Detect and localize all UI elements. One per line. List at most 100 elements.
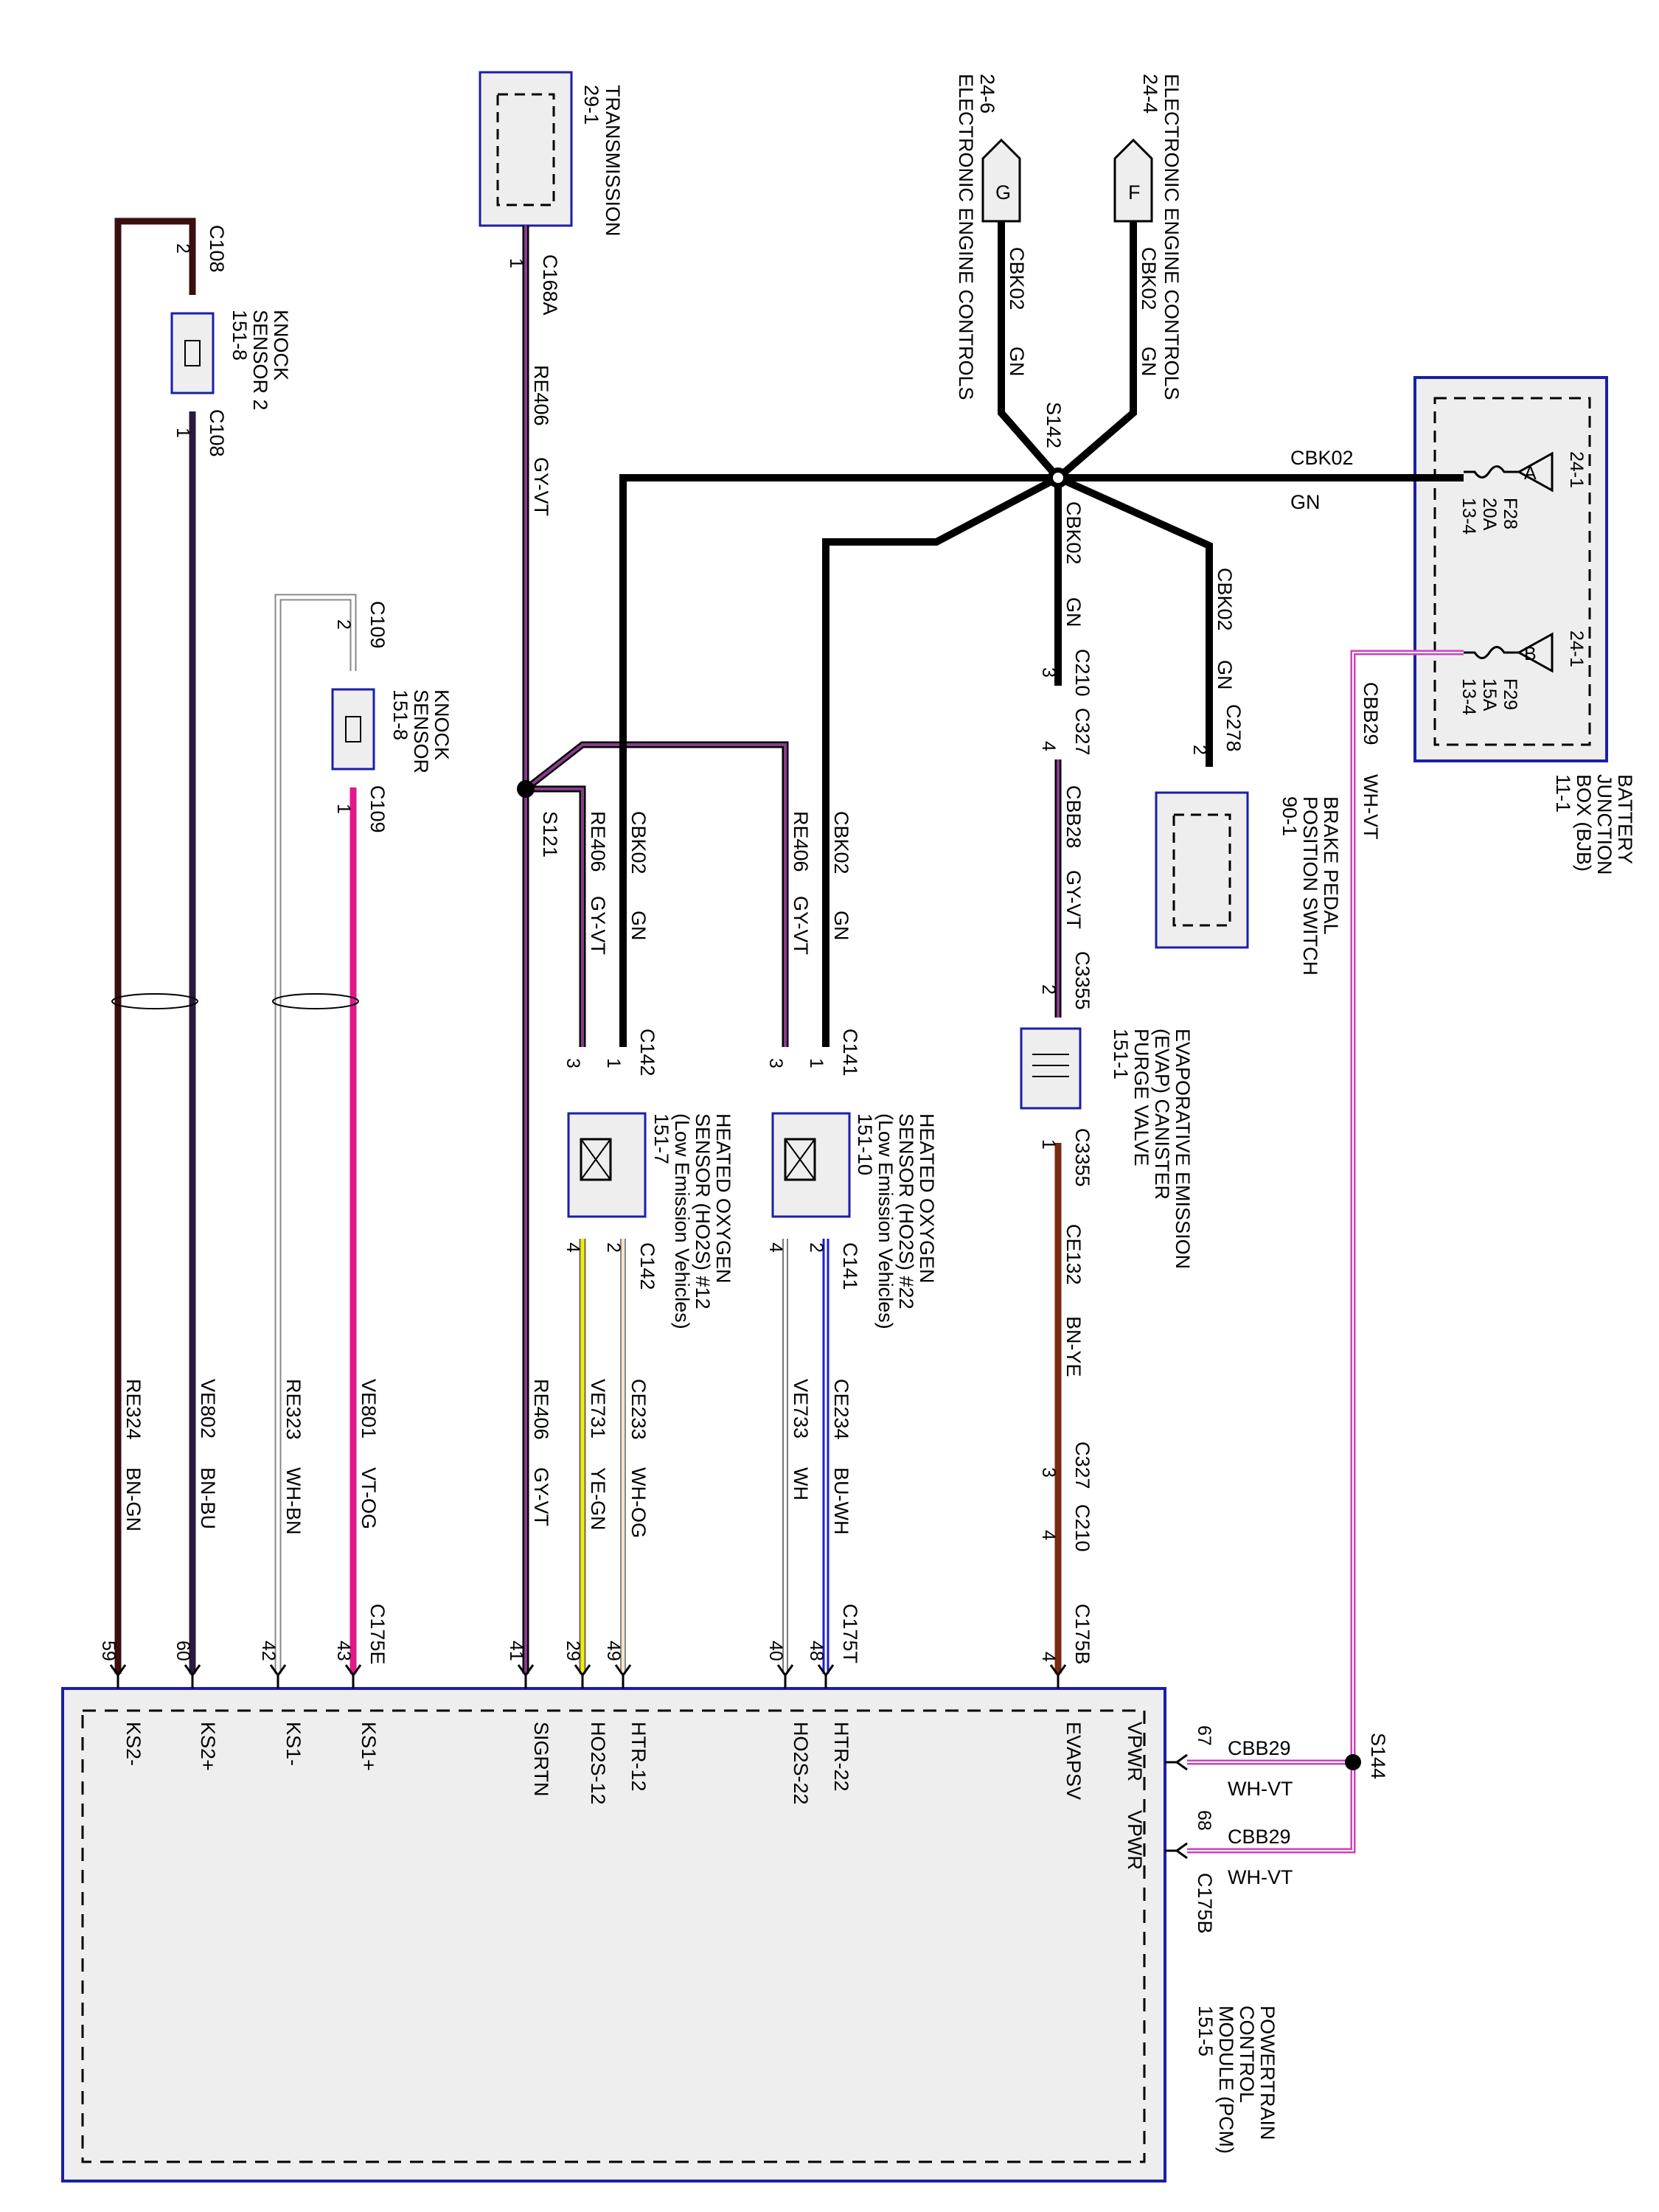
- pcm-pin-names: KS2- KS2+ KS1- KS1+ SIGRTN HO2S-12 HTR-1…: [122, 1722, 1146, 1870]
- ho2s-22-sensor: HEATED OXYGEN SENSOR (HO2S) #22 (Low Emi…: [771, 1112, 938, 1329]
- s142: S142: [1043, 402, 1065, 448]
- eec-f: F ELECTRONIC ENGINE CONTROLS 24-4: [1113, 74, 1183, 400]
- shield-twist-markers: [111, 993, 359, 1009]
- c327-top: C327: [1071, 708, 1093, 756]
- pcm-ks2-plus: KS2+: [197, 1722, 219, 1771]
- svg-text:68: 68: [1194, 1810, 1214, 1831]
- lbl-cbk02-22: CBK02: [830, 811, 852, 874]
- wire-re324: [114, 218, 196, 1674]
- pcm-module: [61, 1687, 1166, 2183]
- c108-top: C108: [206, 225, 228, 273]
- knock2-ref: 151-8: [229, 310, 251, 361]
- c278: C278: [1222, 704, 1245, 752]
- svg-text:49: 49: [603, 1641, 624, 1661]
- lbl-gn-brake: GN: [1214, 660, 1236, 690]
- f29-loc: 13-4: [1458, 678, 1479, 715]
- lbl-ve733: VE733: [790, 1379, 812, 1439]
- connector-labels: C108 C108 C109 C109 C168A S121 S142 S144…: [206, 225, 1389, 1934]
- svg-text:2: 2: [1038, 984, 1059, 995]
- lbl-cbk02-brake: CBK02: [1214, 568, 1236, 631]
- c210-bottom: C210: [1071, 1504, 1093, 1552]
- lbl-whog: WH-OG: [627, 1467, 650, 1538]
- svg-text:3: 3: [765, 1058, 786, 1068]
- lbl-cbk02-s142: CBK02: [1062, 501, 1085, 565]
- eec-f-letter: F: [1128, 181, 1141, 204]
- evap-ref: 151-1: [1110, 1029, 1132, 1079]
- pcm-pin-markers: [109, 1664, 1188, 1860]
- c109-bottom: C109: [366, 785, 389, 833]
- wire-cbb29: [1187, 650, 1464, 1854]
- ho2s-12-sensor: HEATED OXYGEN SENSOR (HO2S) #12 (Low Emi…: [567, 1112, 734, 1329]
- splice-s121: [517, 780, 535, 798]
- pin-numbers: 2 1 2 1 1 2 3 4 2 1 3 4 3 1 4 2 3 1 4 2 …: [98, 243, 1214, 1831]
- f29-ref: 24-1: [1566, 630, 1587, 667]
- lbl-gn-bjb: GN: [1290, 491, 1321, 513]
- lbl-re323: RE323: [282, 1379, 305, 1440]
- lbl-cbk02-bjb: CBK02: [1290, 447, 1354, 469]
- svg-text:2: 2: [173, 243, 193, 254]
- knock1-title-1: KNOCK: [431, 689, 453, 760]
- lbl-ce234: CE234: [830, 1379, 852, 1440]
- f28-letter: A: [1524, 463, 1537, 484]
- pcm-evapsv: EVAPSV: [1062, 1722, 1085, 1800]
- transmission-ref: 29-1: [580, 85, 602, 125]
- lbl-whvt-side: WH-VT: [1360, 774, 1382, 839]
- lbl-cbb29-68: CBB29: [1228, 1826, 1291, 1848]
- ho2s12-title-3: (Low Emission Vehicles): [671, 1113, 693, 1329]
- bjb-ref: 11-1: [1552, 774, 1574, 813]
- svg-text:1: 1: [506, 258, 526, 268]
- pcm-box: [61, 1687, 1166, 2183]
- transmission-title: TRANSMISSION: [602, 85, 624, 237]
- pcm-ks1-plus: KS1+: [358, 1722, 380, 1771]
- svg-text:1: 1: [1038, 1139, 1059, 1150]
- lbl-yegn: YE-GN: [587, 1467, 609, 1531]
- pcm-title-2: CONTROL: [1236, 2006, 1258, 2103]
- pcm-dashed-inner: [81, 1709, 1146, 2163]
- s144: S144: [1367, 1733, 1389, 1779]
- lbl-bngn: BN-GN: [122, 1467, 145, 1531]
- brake-ref: 90-1: [1279, 796, 1301, 836]
- ho2s12-ref: 151-7: [650, 1113, 672, 1164]
- svg-text:42: 42: [258, 1641, 279, 1661]
- c210-top: C210: [1071, 649, 1093, 697]
- svg-text:2: 2: [1189, 745, 1210, 755]
- lbl-ce233: CE233: [627, 1379, 650, 1440]
- svg-text:59: 59: [98, 1641, 119, 1661]
- splice-s144: [1345, 1754, 1361, 1770]
- lbl-re406-pcm: RE406: [530, 1379, 552, 1440]
- lbl-gn-s142: GN: [1062, 597, 1085, 627]
- lbl-bnbu: BN-BU: [197, 1467, 219, 1529]
- c175t: C175T: [839, 1604, 861, 1663]
- lbl-re406-22: RE406: [790, 811, 812, 872]
- lbl-whvt-67: WH-VT: [1228, 1778, 1293, 1800]
- lbl-re324: RE324: [122, 1379, 145, 1440]
- lbl-cbk02-g: CBK02: [1006, 247, 1028, 310]
- svg-text:2: 2: [806, 1242, 827, 1253]
- c3355-top: C3355: [1071, 951, 1093, 1010]
- f28-amps: 20A: [1479, 498, 1500, 531]
- svg-text:3: 3: [1038, 1467, 1059, 1478]
- lbl-buwh: BU-WH: [830, 1467, 852, 1534]
- pcm-title: POWERTRAIN CONTROL MODULE (PCM) 151-5: [1194, 2006, 1279, 2154]
- pcm-ref: 151-5: [1194, 2006, 1217, 2056]
- svg-text:4: 4: [765, 1242, 786, 1253]
- f29-name: F29: [1500, 678, 1520, 710]
- c327-bottom: C327: [1071, 1441, 1093, 1489]
- lbl-ve802: VE802: [197, 1379, 219, 1439]
- svg-text:67: 67: [1194, 1725, 1214, 1746]
- svg-text:3: 3: [563, 1058, 583, 1068]
- pcm-htr12: HTR-12: [627, 1722, 650, 1792]
- lbl-ve731: VE731: [587, 1379, 609, 1439]
- knock-sensor-1: KNOCK SENSOR 151-8: [331, 688, 453, 773]
- lbl-vtog: VT-OG: [358, 1467, 380, 1529]
- pcm-title-3: MODULE (PCM): [1215, 2006, 1237, 2154]
- eec-g-title: ELECTRONIC ENGINE CONTROLS: [955, 74, 977, 400]
- c142-top: C142: [636, 1029, 658, 1077]
- lbl-gyvt-evap: GY-VT: [1062, 870, 1085, 929]
- pcm-ho2s22: HO2S-22: [790, 1722, 812, 1805]
- eec-g-letter: G: [995, 181, 1011, 204]
- knock1-title-2: SENSOR: [410, 689, 432, 773]
- wire-re323: [274, 594, 357, 1674]
- svg-text:29: 29: [563, 1641, 583, 1661]
- ho2s12-title-2: SENSOR (HO2S) #12: [692, 1113, 714, 1310]
